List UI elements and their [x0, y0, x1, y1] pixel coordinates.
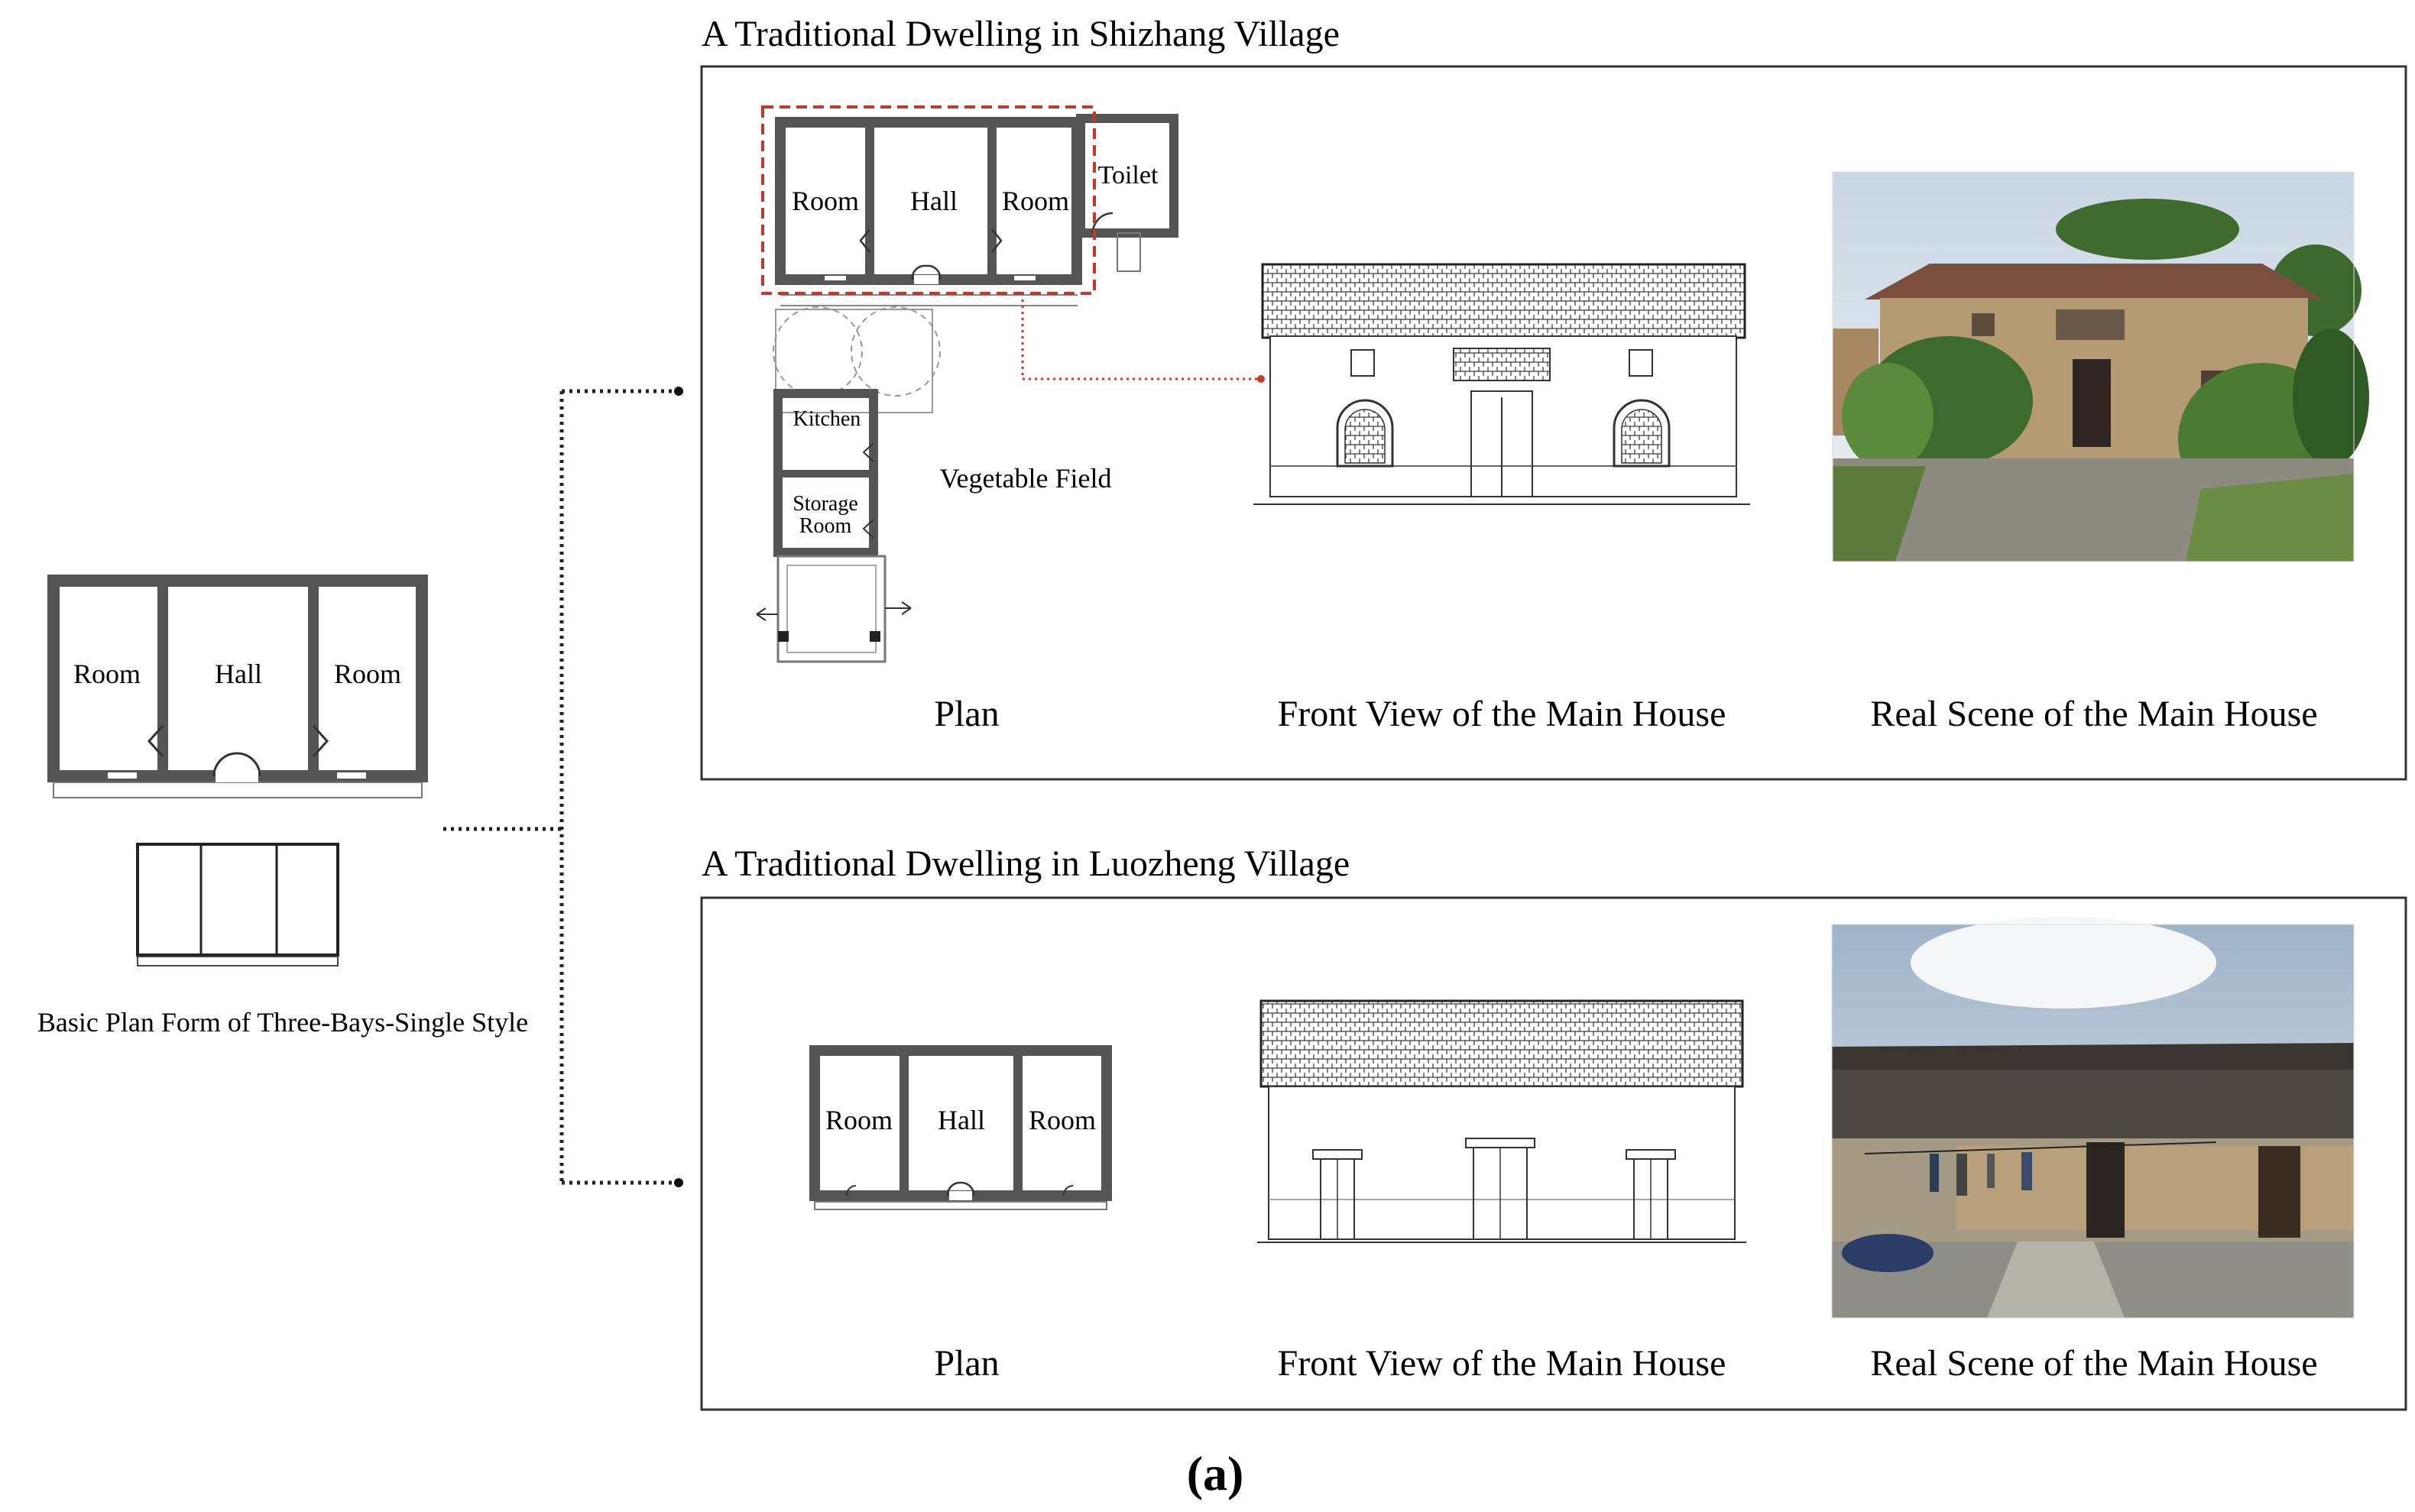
panel-frame-shizhang	[700, 65, 2407, 781]
shizhang-label-vegetable-field: Vegetable Field	[940, 463, 1112, 494]
connector-dot-top	[674, 387, 683, 396]
panel-frame-luozheng	[700, 896, 2407, 1411]
basic-plan-caption: Basic Plan Form of Three-Bays-Single Sty…	[37, 1007, 528, 1038]
shizhang-label-kitchen: Kitchen	[793, 407, 861, 431]
shizhang-label-room-left: Room	[792, 186, 859, 216]
shizhang-caption-plan: Plan	[934, 694, 999, 734]
panel-title-shizhang: A Traditional Dwelling in Shizhang Villa…	[702, 14, 1340, 54]
basic-plan-label-hall: Hall	[215, 659, 262, 689]
shizhang-caption-real-scene: Real Scene of the Main House	[1870, 694, 2317, 734]
shizhang-plan	[756, 105, 1265, 663]
shizhang-front-elevation	[1253, 263, 1750, 505]
shizhang-label-hall: Hall	[910, 186, 958, 216]
luozheng-caption-plan: Plan	[934, 1343, 999, 1384]
luozheng-front-elevation	[1257, 999, 1746, 1243]
luozheng-label-room-left: Room	[825, 1105, 893, 1135]
figure-label: (a)	[1187, 1446, 1244, 1501]
shizhang-label-room-right: Room	[1002, 186, 1069, 216]
luozheng-plan	[809, 1045, 1112, 1210]
basic-elevation-block	[136, 843, 339, 966]
shizhang-caption-front-view: Front View of the Main House	[1278, 694, 1726, 734]
connector-dot-bottom	[674, 1178, 683, 1187]
luozheng-real-scene-photo	[1831, 917, 2355, 1319]
basic-plan-label-room-left: Room	[73, 659, 141, 689]
luozheng-label-hall: Hall	[938, 1105, 985, 1135]
luozheng-label-room-right: Room	[1029, 1105, 1096, 1135]
basic-plan-diagram: Room Hall Room	[47, 575, 428, 798]
luozheng-caption-front-view: Front View of the Main House	[1278, 1343, 1726, 1384]
shizhang-real-scene-photo	[1832, 171, 2369, 562]
shizhang-label-toilet: Toilet	[1098, 161, 1159, 189]
luozheng-caption-real-scene: Real Scene of the Main House	[1870, 1343, 2317, 1384]
shizhang-label-storage-line2: Room	[799, 514, 852, 538]
panel-title-luozheng: A Traditional Dwelling in Luozheng Villa…	[702, 843, 1350, 884]
basic-plan-label-room-right: Room	[334, 659, 401, 689]
connector-lines	[443, 389, 679, 1185]
shizhang-label-storage-line1: Storage	[793, 492, 858, 516]
main-house-highlight-box	[761, 105, 1096, 295]
